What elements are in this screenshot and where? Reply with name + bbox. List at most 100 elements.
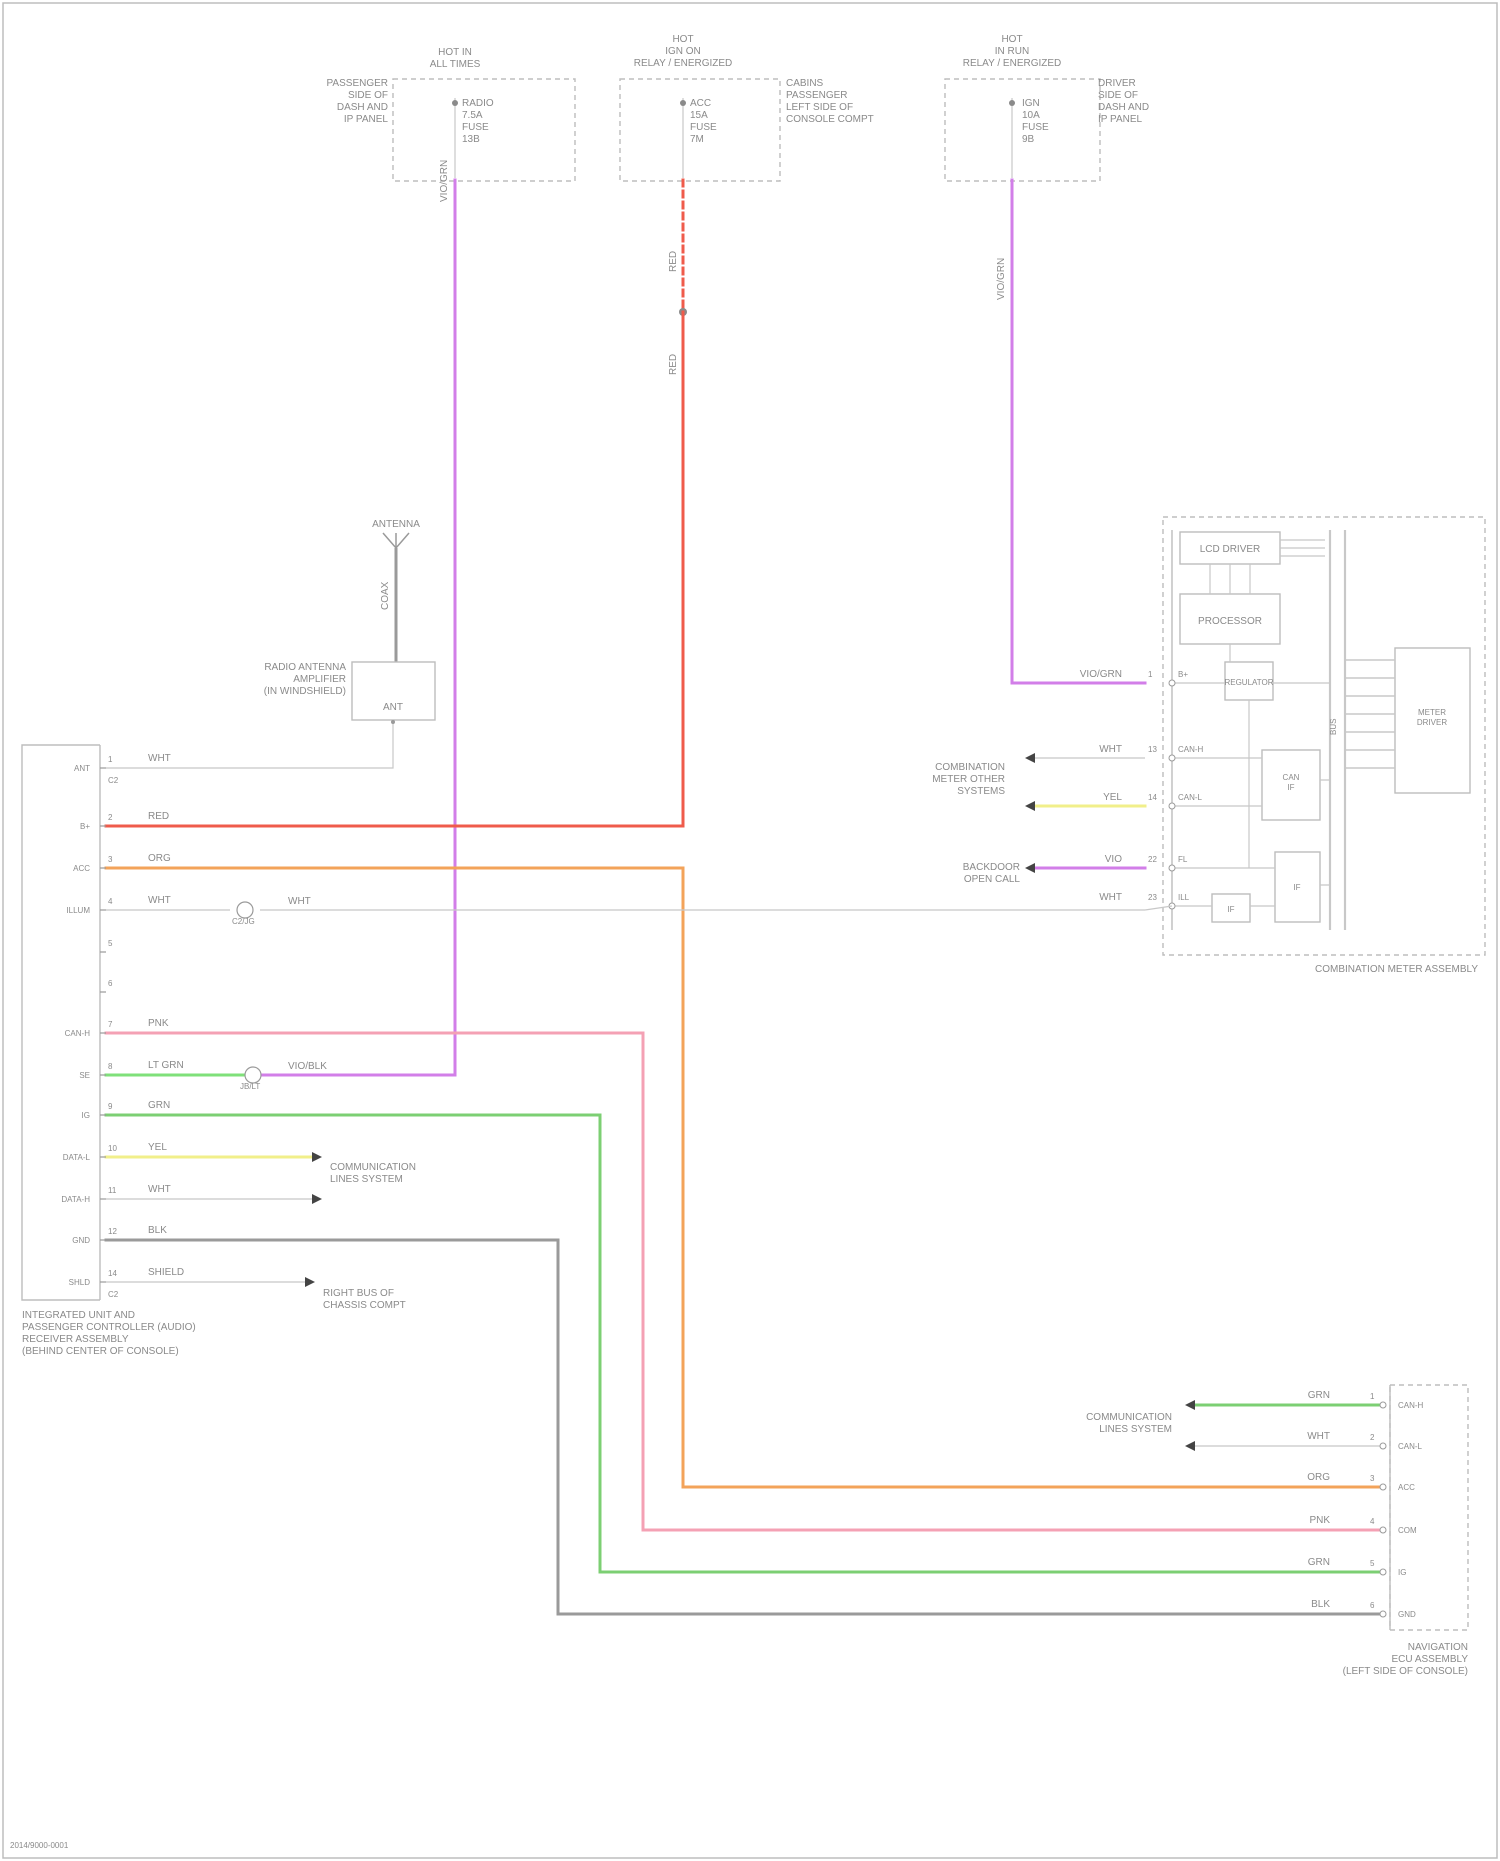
meter-pin-name-5: ILL [1178, 893, 1190, 902]
meter-pin-name-4: FL [1178, 855, 1188, 864]
hu-wire-label-7: PNK [148, 1018, 169, 1029]
nav-pin-name-5: IG [1398, 1568, 1406, 1577]
ant-feed-node [391, 720, 395, 724]
hu-pin-name-10: DATA-L [63, 1153, 91, 1162]
hu-pin-name-2: B+ [80, 822, 90, 831]
if-label: IF [1293, 883, 1300, 892]
hu-pin-num-6: 6 [108, 979, 113, 988]
meter-pin-num-5: 23 [1148, 893, 1157, 902]
nav-pin-num-2: 2 [1370, 1433, 1375, 1442]
meter-pin-num-4: 22 [1148, 855, 1157, 864]
illum-wire-after: WHT [288, 896, 311, 907]
meter-pin-num-1: 1 [1148, 670, 1153, 679]
wire-gray-gnd [106, 1240, 1380, 1614]
splice-illum-label: C2/JG [232, 917, 255, 926]
meter-title: COMBINATION METER ASSEMBLY [1315, 964, 1478, 975]
hu-pin-num-13: 14 [108, 1269, 117, 1278]
wire-green-ig [106, 1115, 1380, 1572]
hu-pin-name-11: DATA-H [61, 1195, 90, 1204]
meter-pin-num-2: 13 [1148, 745, 1157, 754]
nav-pin-num-1: 1 [1370, 1392, 1375, 1401]
nav-pin-name-2: CAN-L [1398, 1442, 1423, 1451]
meter-pin-name-1: B+ [1178, 670, 1188, 679]
wire-vio-grn-radio [260, 180, 455, 1075]
nav-pin-num-6: 6 [1370, 1601, 1375, 1610]
hu-connector-label: C2 [108, 776, 119, 785]
comm-arrow-1 [312, 1152, 322, 1162]
hu-wire-label-2: RED [148, 811, 169, 822]
nav-wire-label-1: GRN [1308, 1390, 1330, 1401]
meter-wire-label-3: YEL [1103, 792, 1122, 803]
head-unit-pins: ANT1WHTB+2REDACC3ORGILLUM4WHT56CAN-H7PNK… [61, 753, 184, 1299]
fuse-1-node [452, 100, 458, 106]
nav-ecu-outline [1390, 1385, 1468, 1630]
regulator-label: REGULATOR [1224, 678, 1273, 687]
hu-pin-name-4: ILLUM [66, 906, 90, 915]
nav-comm-arrow-2 [1185, 1441, 1195, 1451]
meter-in-arrow-3 [1025, 863, 1035, 873]
hu-pin-num-10: 10 [108, 1144, 117, 1153]
nav-pin-num-5: 5 [1370, 1559, 1375, 1568]
source-1-fuse-label: RADIO7.5AFUSE13B [462, 98, 494, 145]
hu-pin-num-1: 1 [108, 755, 113, 764]
meter-pin-dot-4 [1169, 865, 1175, 871]
hu-pin-name-9: IG [82, 1111, 90, 1120]
meter-pins: VIO/GRN1B+WHT13CAN-HYEL14CAN-LVIO22FLWHT… [1080, 669, 1204, 910]
nav-pin-dot-1 [1380, 1402, 1386, 1408]
hu-pin-num-12: 12 [108, 1227, 117, 1236]
source-2-wire-label-lower: RED [668, 354, 679, 375]
hu-connector-label-2: C2 [108, 1290, 119, 1299]
hu-pin-num-11: 11 [108, 1186, 117, 1195]
nav-pin-dot-6 [1380, 1611, 1386, 1617]
nav-pin-name-1: CAN-H [1398, 1401, 1424, 1410]
svg-text:HOTIGN ONRELAY / ENERGIZED: HOTIGN ONRELAY / ENERGIZED [634, 34, 733, 69]
nav-pin-dot-5 [1380, 1569, 1386, 1575]
hu-pin-num-4: 4 [108, 897, 113, 906]
se-wire-after: VIO/BLK [288, 1061, 327, 1072]
hu-wire-label-12: BLK [148, 1225, 167, 1236]
meter-wire-label-1: VIO/GRN [1080, 669, 1122, 680]
antenna-icon [383, 533, 409, 548]
nav-wire-label-2: WHT [1307, 1431, 1330, 1442]
hu-wire-label-11: WHT [148, 1184, 171, 1195]
meter-wire-label-4: VIO [1105, 854, 1122, 865]
meter-in-arrow-1 [1025, 753, 1035, 763]
shield-arrow [305, 1277, 315, 1287]
wire-orange-acc [106, 868, 1380, 1487]
meter-pin-dot-1 [1169, 680, 1175, 686]
antenna-group: ANTENNA COAX RADIO ANTENNAAMPLIFIER(IN W… [264, 519, 435, 720]
meter-other-systems: COMBINATIONMETER OTHERSYSTEMS [932, 762, 1005, 797]
nav-pin-dot-2 [1380, 1443, 1386, 1449]
hu-pin-name-7: CAN-H [65, 1029, 91, 1038]
source-2-wire-label: RED [668, 251, 679, 272]
fuse-3-node [1009, 100, 1015, 106]
shield-dest-label: RIGHT BUS OFCHASSIS COMPT [323, 1288, 406, 1311]
source-3-wire-label: VIO/GRN [996, 258, 1007, 300]
nav-comm-arrow-1 [1185, 1400, 1195, 1410]
nav-pin-dot-3 [1380, 1484, 1386, 1490]
hu-pin-name-3: ACC [73, 864, 90, 873]
hu-pin-num-7: 7 [108, 1020, 113, 1029]
meter-wire-label-5: WHT [1099, 892, 1122, 903]
nav-pin-name-3: ACC [1398, 1483, 1415, 1492]
comm-arrow-2 [312, 1194, 322, 1204]
hu-pin-name-1: ANT [74, 764, 90, 773]
footer-code: 2014/9000-0001 [10, 1841, 69, 1850]
antenna-label: ANTENNA [372, 519, 420, 530]
hu-pin-name-8: SE [79, 1071, 90, 1080]
antenna-module-pin: ANT [383, 702, 403, 713]
hu-wire-label-4: WHT [148, 895, 171, 906]
page-border [3, 3, 1497, 1858]
meter-pin-num-3: 14 [1148, 793, 1157, 802]
